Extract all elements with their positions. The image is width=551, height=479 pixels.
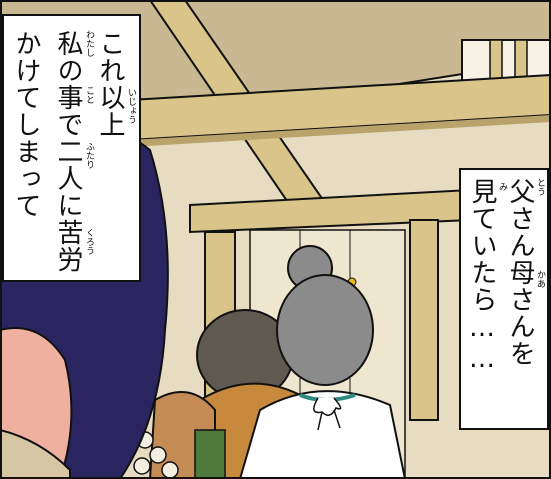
ruby-koto: こと [84, 86, 94, 104]
ruby-kurou: くろう [84, 228, 94, 255]
ruby-mi: み [497, 182, 507, 191]
ruby-ijou: いじょう [126, 88, 136, 124]
caption-left: これ以上 私の事で二人に苦労 かけてしまって いじょう わたし こと ふたり く… [2, 14, 141, 282]
mother-head [276, 274, 374, 386]
ruby-futari: ふたり [84, 142, 94, 169]
ruby-kaa: かあ [535, 270, 545, 288]
caption-right: 父さん母さんを 見ていたら…… とう かあ み [459, 168, 549, 430]
ruby-tou: とう [535, 178, 545, 196]
pillar-right [409, 219, 439, 421]
caption-left-line-2: 私の事で二人に苦労 [53, 30, 83, 273]
caption-right-line-2: 見ていたら…… [467, 178, 497, 375]
caption-left-line-1: これ以上 [95, 30, 125, 138]
caption-left-line-3: かけてしまって [11, 30, 41, 219]
ruby-watashi: わたし [84, 30, 94, 57]
caption-right-line-1: 父さん母さんを [505, 178, 535, 367]
mother-body [238, 390, 407, 479]
